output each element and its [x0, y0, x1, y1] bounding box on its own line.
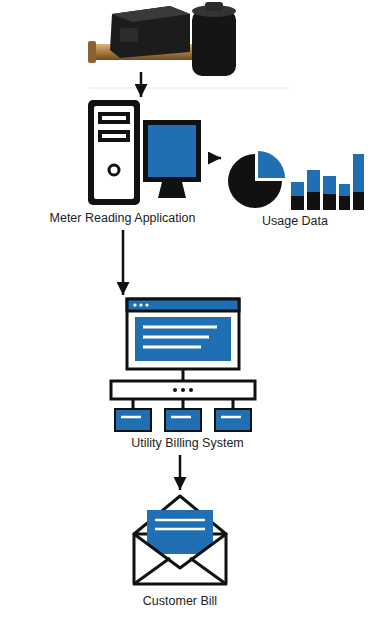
node-label: Usage Data [222, 214, 368, 229]
node-label: Utility Billing System [102, 436, 273, 451]
flow-arrow [122, 230, 125, 295]
application-node: Meter Reading Application [37, 100, 208, 228]
flow-arrow [209, 157, 221, 160]
output-node: Customer Bill [127, 492, 233, 611]
node-label: Meter Reading Application [37, 211, 208, 226]
node-label: Customer Bill [127, 594, 233, 609]
data-node: Usage Data [222, 145, 368, 231]
flow-arrow [179, 455, 182, 490]
computer-icon [40, 100, 205, 205]
server-icon [105, 297, 270, 432]
envelope-icon [130, 492, 230, 588]
chart-icon [225, 148, 365, 213]
water-meter [0, 0, 370, 100]
system-node: Utility Billing System [102, 297, 273, 453]
